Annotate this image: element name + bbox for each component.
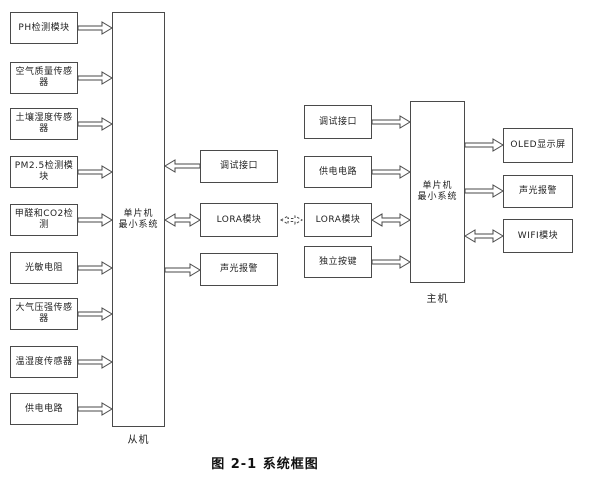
box-wifi-module: WIFI模块 [503, 219, 573, 253]
arrow-pm25-to-slave [77, 165, 113, 179]
arrow-photoresistor-to-slave [77, 261, 113, 275]
box-air-quality-sensor: 空气质量传感器 [10, 62, 78, 94]
arrow-soil-to-slave [77, 117, 113, 131]
box-master-power-circuit: 供电电路 [304, 156, 372, 188]
box-slave-lora-module: LORA模块 [200, 203, 278, 237]
arrow-co2-to-slave [77, 213, 113, 227]
box-ph-detect-module: PH检测模块 [10, 12, 78, 44]
box-pressure-sensor: 大气压强传感器 [10, 298, 78, 330]
arrow-debug-to-slave [164, 159, 201, 173]
box-formaldehyde-co2-detect: 甲醛和CO2检测 [10, 204, 78, 236]
master-unit-label: 主机 [426, 294, 449, 305]
box-independent-keys: 独立按键 [304, 246, 372, 278]
arrow-master-wifi-bidirectional [464, 229, 504, 243]
arrow-master-to-oled [464, 138, 504, 152]
arrow-lora-wireless-link [279, 215, 304, 225]
box-oled-display: OLED显示屏 [503, 128, 573, 163]
arrow-master-to-alarm [464, 184, 504, 198]
arrow-ph-to-slave [77, 21, 113, 35]
box-soil-moisture-sensor: 土壤湿度传感器 [10, 108, 78, 140]
box-slave-power-circuit: 供电电路 [10, 393, 78, 425]
slave-unit-label: 从机 [127, 435, 150, 446]
box-master-mcu-minimal-system: 单片机 最小系统 [410, 101, 465, 283]
arrow-humidity-to-slave [77, 355, 113, 369]
arrow-keys-to-master [371, 255, 411, 269]
arrow-master-lora-bidirectional [371, 213, 411, 227]
box-pm25-detect-module: PM2.5检测模块 [10, 156, 78, 188]
figure-caption: 图 2-1 系统框图 [211, 457, 319, 472]
box-slave-debug-interface: 调试接口 [200, 150, 278, 183]
box-temp-humidity-sensor: 温湿度传感器 [10, 346, 78, 378]
arrow-pressure-to-slave [77, 307, 113, 321]
arrow-power-to-slave [77, 402, 113, 416]
arrow-power-to-master [371, 165, 411, 179]
box-slave-sound-light-alarm: 声光报警 [200, 253, 278, 286]
box-master-sound-light-alarm: 声光报警 [503, 175, 573, 208]
arrow-airquality-to-slave [77, 71, 113, 85]
arrow-slave-to-alarm [164, 263, 201, 277]
arrow-slave-lora-bidirectional [164, 213, 201, 227]
box-photoresistor: 光敏电阻 [10, 252, 78, 284]
box-master-debug-interface: 调试接口 [304, 105, 372, 139]
box-master-lora-module: LORA模块 [304, 203, 372, 237]
box-slave-mcu-minimal-system: 单片机 最小系统 [112, 12, 165, 427]
arrow-debug-to-master [371, 115, 411, 129]
